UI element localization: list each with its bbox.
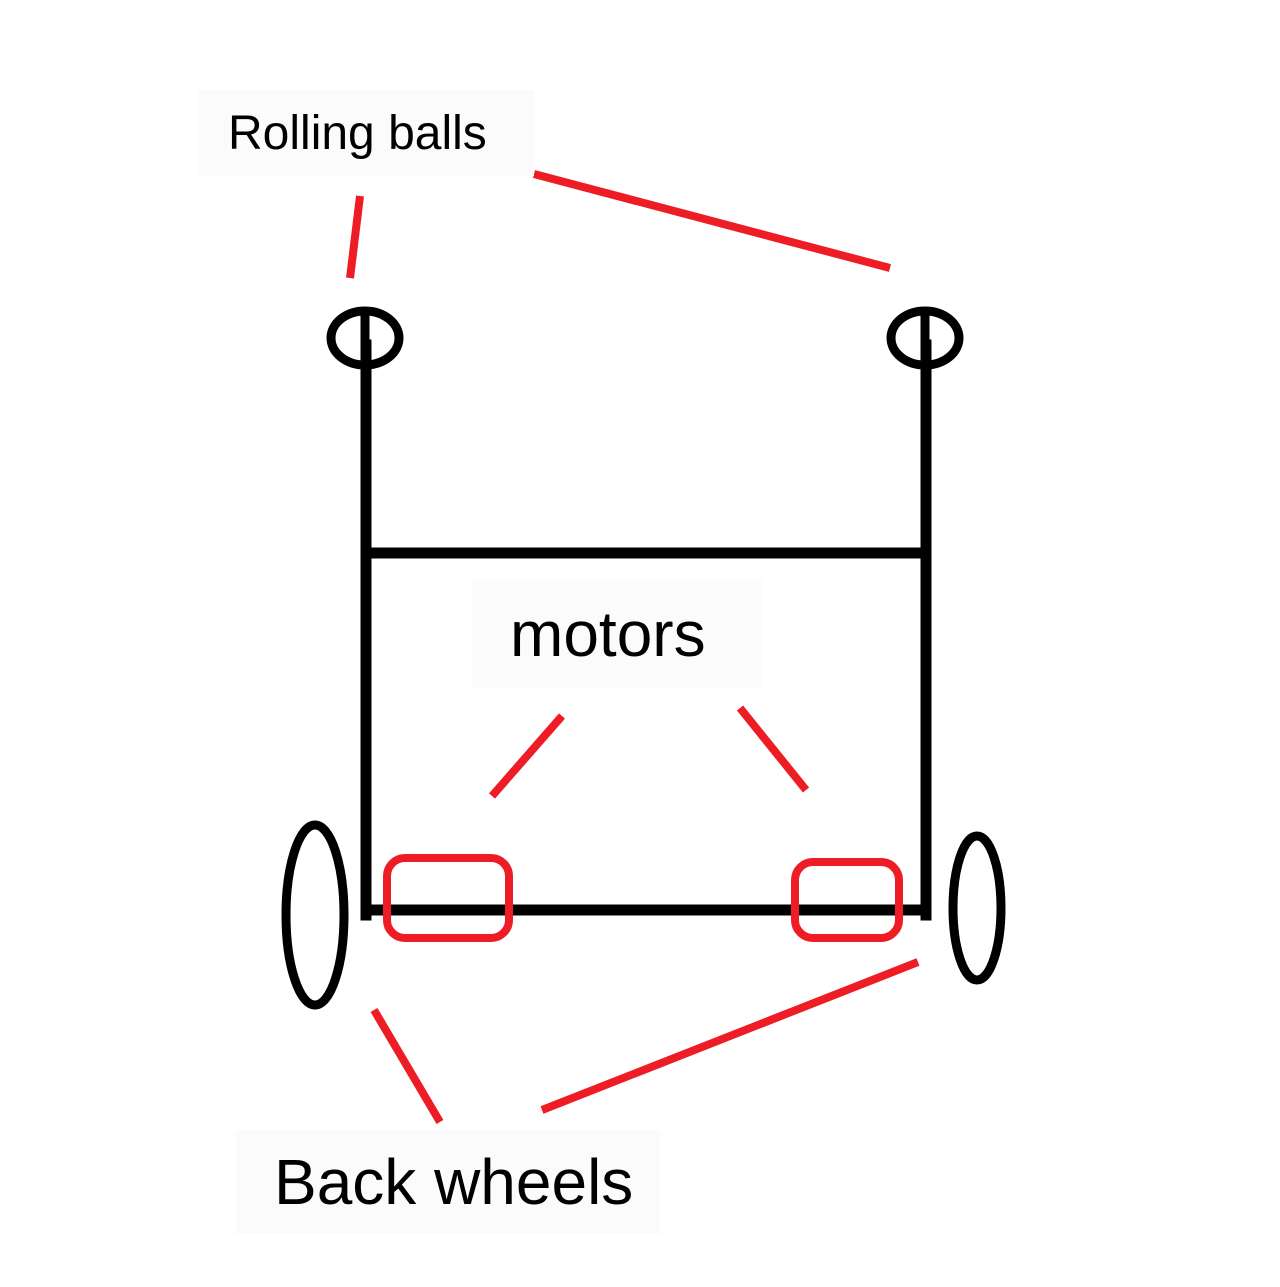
motor-right <box>791 858 903 942</box>
rolling-ball-right <box>886 306 964 370</box>
rolling-balls-label: Rolling balls <box>198 90 534 176</box>
pointer-wheel-right <box>540 958 920 1114</box>
pointer-motor-right <box>736 705 810 793</box>
back-wheels-label-text: Back wheels <box>274 1146 634 1218</box>
back-wheels-label: Back wheels <box>236 1130 660 1234</box>
pointer-rolling-right <box>532 170 892 272</box>
rolling-ball-left <box>326 306 404 370</box>
pointer-rolling-left <box>346 195 364 279</box>
pointer-motor-left <box>488 713 566 799</box>
back-wheel-right <box>948 831 1006 985</box>
motors-label: motors <box>472 580 762 688</box>
motors-label-text: motors <box>510 598 706 670</box>
rolling-balls-label-text: Rolling balls <box>228 106 487 160</box>
chassis-frame <box>360 339 932 921</box>
motor-left <box>383 854 513 942</box>
back-wheel-left <box>281 820 349 1010</box>
pointer-wheel-left <box>370 1007 444 1125</box>
